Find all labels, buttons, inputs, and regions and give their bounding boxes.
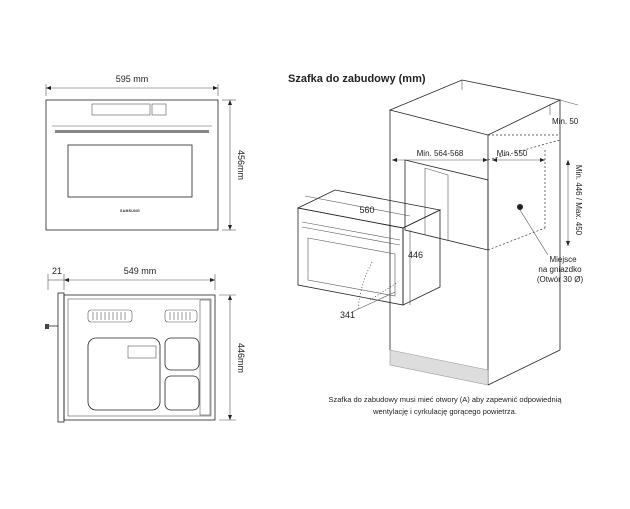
cabinet-depth-label: Min. 550 xyxy=(497,149,528,158)
vent-slots-left xyxy=(87,309,133,323)
socket-hole xyxy=(517,204,523,210)
side-depth-label: 549 mm xyxy=(124,266,157,276)
cabinet-note-1: Szafka do zabudowy musi mieć otwory (A) … xyxy=(328,395,562,404)
cabinet-title: Szafka do zabudowy (mm) xyxy=(288,73,426,85)
side-door-label: 21 xyxy=(52,266,62,276)
cabinet-plinth xyxy=(389,349,489,386)
front-width-label: 595 mm xyxy=(116,74,149,84)
socket-label-2: na gniazdko xyxy=(538,265,582,274)
cabinet-min50-label: Min. 50 xyxy=(552,117,579,126)
cabinet-height-label: Min. 446 / Max. 450 xyxy=(574,165,583,236)
oven-window xyxy=(67,144,193,198)
door-handle xyxy=(55,130,209,133)
cabinet-view: Szafka do zabudowy (mm) Min. 50 Min. 564… xyxy=(288,73,583,416)
socket-label-1: Miejsce xyxy=(549,255,577,264)
oven-width-label: 560 xyxy=(359,205,374,215)
front-view: 595 mm SAMSUNG 456mm xyxy=(45,74,246,231)
oven-depth-label: 341 xyxy=(340,310,355,320)
socket-label-3: (Otwór 30 Ø) xyxy=(537,275,584,284)
vent-slots-right xyxy=(164,309,198,323)
side-view: 21 549 mm xyxy=(45,266,246,423)
brand-logo: SAMSUNG xyxy=(120,209,140,213)
side-height-label: 446mm xyxy=(236,343,246,373)
front-height-label: 456mm xyxy=(236,150,246,180)
cabinet-note-2: wentylację i cyrkulację gorącego powietr… xyxy=(372,407,517,416)
cabinet-width-label: Min. 564-568 xyxy=(417,149,464,158)
oven-height-label: 446 xyxy=(408,250,423,260)
